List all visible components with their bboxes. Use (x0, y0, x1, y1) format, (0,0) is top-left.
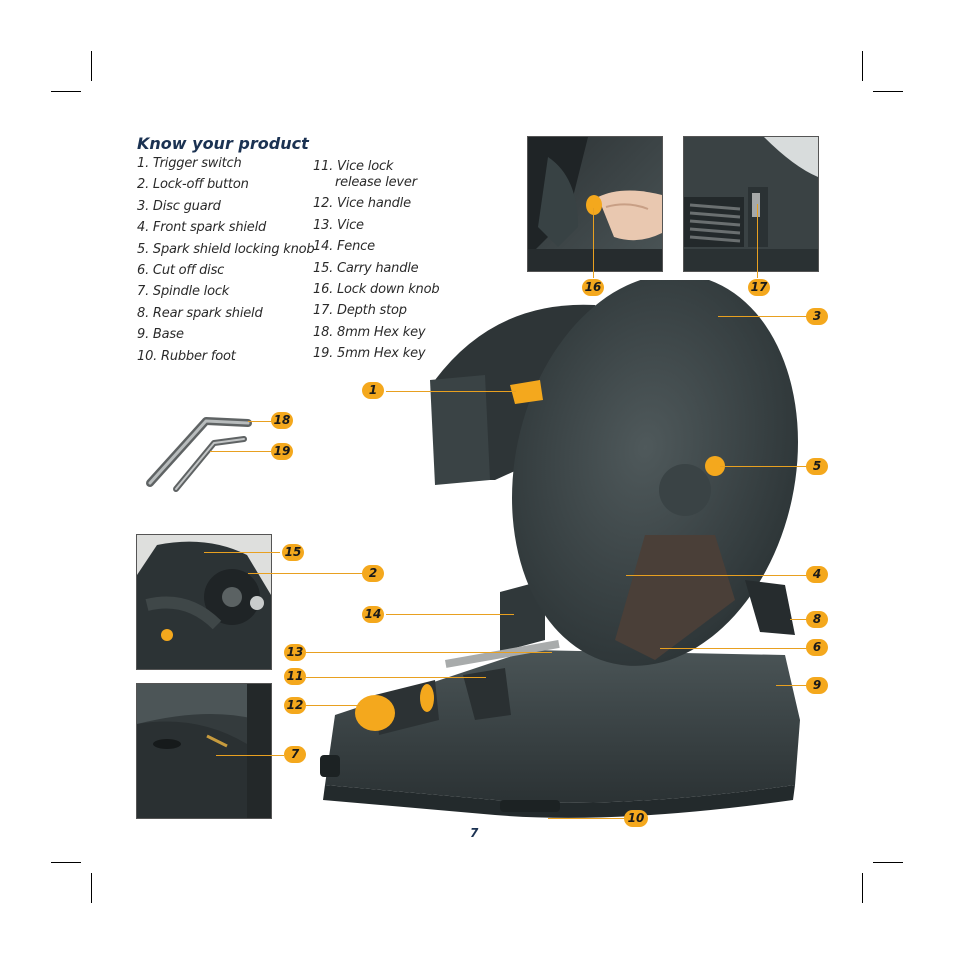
list-item: 14. Fence (313, 239, 375, 255)
parts-list-left: 1. Trigger switch 2. Lock-off button 3. … (137, 156, 315, 370)
list-item: 10. Rubber foot (137, 348, 236, 364)
leader-line (718, 316, 808, 317)
leader-line (720, 466, 808, 467)
detail-photo-carry-handle (136, 534, 272, 670)
leader-line (757, 204, 758, 278)
list-item: 5. Spark shield locking knob (137, 241, 315, 257)
list-item: 18. 8mm Hex key (313, 324, 426, 340)
leader-line (386, 391, 516, 392)
callout-10: 10 (624, 810, 648, 827)
callout-7: 7 (284, 746, 306, 763)
crop-mark (862, 51, 863, 81)
list-item: 16. Lock down knob (313, 281, 440, 297)
callout-13: 13 (284, 644, 306, 661)
section-title: Know your product (137, 134, 309, 153)
leader-line (626, 575, 808, 576)
callout-14: 14 (362, 606, 384, 623)
leader-line (216, 755, 284, 756)
list-item: 19. 5mm Hex key (313, 346, 426, 362)
page-number: 7 (470, 826, 479, 840)
leader-line (776, 685, 808, 686)
list-item: 9. Base (137, 327, 184, 343)
hex-keys-illustration (146, 417, 252, 492)
list-item: 13. Vice (313, 217, 364, 233)
list-item: 7. Spindle lock (137, 284, 230, 300)
list-item: 1. Trigger switch (137, 156, 242, 171)
callout-1: 1 (362, 382, 384, 399)
leader-line (306, 705, 360, 706)
callout-6: 6 (806, 639, 828, 656)
leader-line (660, 648, 808, 649)
leader-line (306, 652, 552, 653)
crop-mark (91, 51, 92, 81)
detail-photo-spindle-lock (136, 683, 272, 819)
callout-4: 4 (806, 566, 828, 583)
callout-8: 8 (806, 611, 828, 628)
callout-15: 15 (282, 544, 304, 561)
list-item: 6. Cut off disc (137, 262, 225, 278)
callout-18: 18 (271, 412, 293, 429)
list-item: 3. Disc guard (137, 198, 221, 214)
leader-line (210, 451, 272, 452)
leader-line (248, 573, 364, 574)
leader-line (248, 421, 272, 422)
list-item: 2. Lock-off button (137, 177, 249, 193)
leader-line (386, 614, 514, 615)
callout-9: 9 (806, 677, 828, 694)
callout-2: 2 (362, 565, 384, 582)
leader-line (306, 677, 486, 678)
crop-mark (51, 862, 81, 863)
crop-mark (862, 873, 863, 903)
detail-photo-lock-down-knob (527, 136, 663, 272)
list-item: 8. Rear spark shield (137, 305, 263, 321)
leader-line (204, 552, 280, 553)
list-item: 4. Front spark shield (137, 220, 267, 236)
detail-photo-depth-stop (683, 136, 819, 272)
callout-16: 16 (582, 279, 604, 296)
cut-off-saw-illustration (320, 280, 800, 818)
list-item: 11. Vice lock release lever (313, 159, 417, 190)
callout-12: 12 (284, 697, 306, 714)
callout-19: 19 (271, 443, 293, 460)
list-item: 12. Vice handle (313, 196, 411, 212)
list-item: 15. Carry handle (313, 260, 419, 276)
list-item: 17. Depth stop (313, 303, 407, 319)
leader-line (790, 619, 808, 620)
crop-mark (91, 873, 92, 903)
callout-11: 11 (284, 668, 306, 685)
leader-line (548, 818, 626, 819)
crop-mark (51, 91, 81, 92)
parts-list-right: 11. Vice lock release lever 12. Vice han… (313, 159, 443, 368)
leader-line (593, 208, 594, 278)
crop-mark (873, 862, 903, 863)
callout-3: 3 (806, 308, 828, 325)
callout-17: 17 (748, 279, 770, 296)
crop-mark (873, 91, 903, 92)
callout-5: 5 (806, 458, 828, 475)
